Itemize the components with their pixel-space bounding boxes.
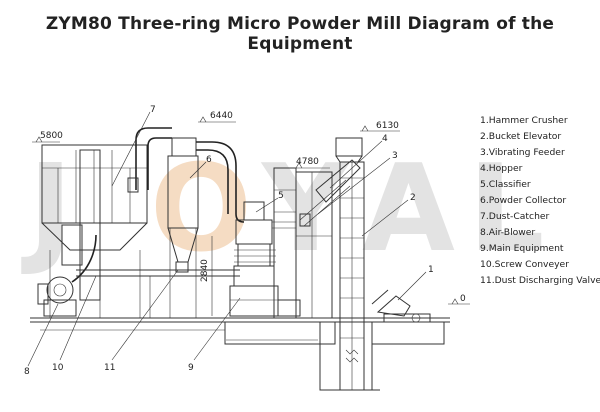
callout-number: 4: [382, 134, 388, 144]
watermark-j: J: [21, 140, 73, 279]
callout-number: 10: [52, 363, 64, 373]
bucket-elevator: [335, 137, 365, 391]
powder-collector: [167, 137, 245, 318]
elevation-label: 6130: [376, 121, 399, 131]
legend-item: 6.Powder Collector: [480, 195, 566, 206]
duct-pipe: [127, 127, 172, 193]
elevation-label: 0: [460, 294, 466, 304]
legend: 1.Hammer Crusher 2.Bucket Elevator 3.Vib…: [480, 115, 600, 286]
diagram-title: ZYM80 Three-ring Micro Powder Mill Diagr…: [45, 14, 555, 54]
legend-item: 11.Dust Discharging Valve: [480, 275, 600, 286]
steel-frame: [273, 167, 333, 319]
callout-number: 1: [428, 265, 434, 275]
watermark-a: A: [362, 140, 455, 279]
watermark-l: L: [468, 140, 544, 279]
legend-item: 5.Classifier: [480, 179, 531, 190]
legend-item: 7.Dust-Catcher: [480, 211, 550, 222]
legend-item: 1.Hammer Crusher: [480, 115, 568, 126]
callouts: 7 6 5 4 3 2 1 8 10 11 9: [24, 105, 434, 377]
legend-item: 2.Bucket Elevator: [480, 131, 561, 142]
callout-number: 3: [392, 151, 398, 161]
callout-number: 5: [278, 191, 284, 201]
foundation: [30, 317, 450, 391]
dust-catcher: [41, 144, 148, 318]
legend-item: 8.Air-Blower: [480, 227, 535, 238]
elevation-label: 6440: [210, 111, 233, 121]
screw-conveyer: [76, 269, 240, 318]
air-blower: [37, 234, 97, 317]
elevation-label: 4780: [296, 157, 319, 167]
callout-number: 9: [188, 363, 194, 373]
callout-number: 11: [104, 363, 115, 373]
callout-number: 7: [150, 105, 156, 115]
main-mill: [229, 201, 301, 317]
legend-item: 4.Hopper: [480, 163, 523, 174]
callout-number: 2: [410, 193, 416, 203]
elevation-label: 5800: [40, 131, 63, 141]
legend-item: 9.Main Equipment: [480, 243, 564, 254]
legend-item: 3.Vibrating Feeder: [480, 147, 565, 158]
hammer-crusher: [371, 289, 431, 323]
callout-number: 6: [206, 155, 212, 165]
callout-number: 8: [24, 367, 30, 377]
legend-item: 10.Screw Conveyer: [480, 259, 569, 270]
